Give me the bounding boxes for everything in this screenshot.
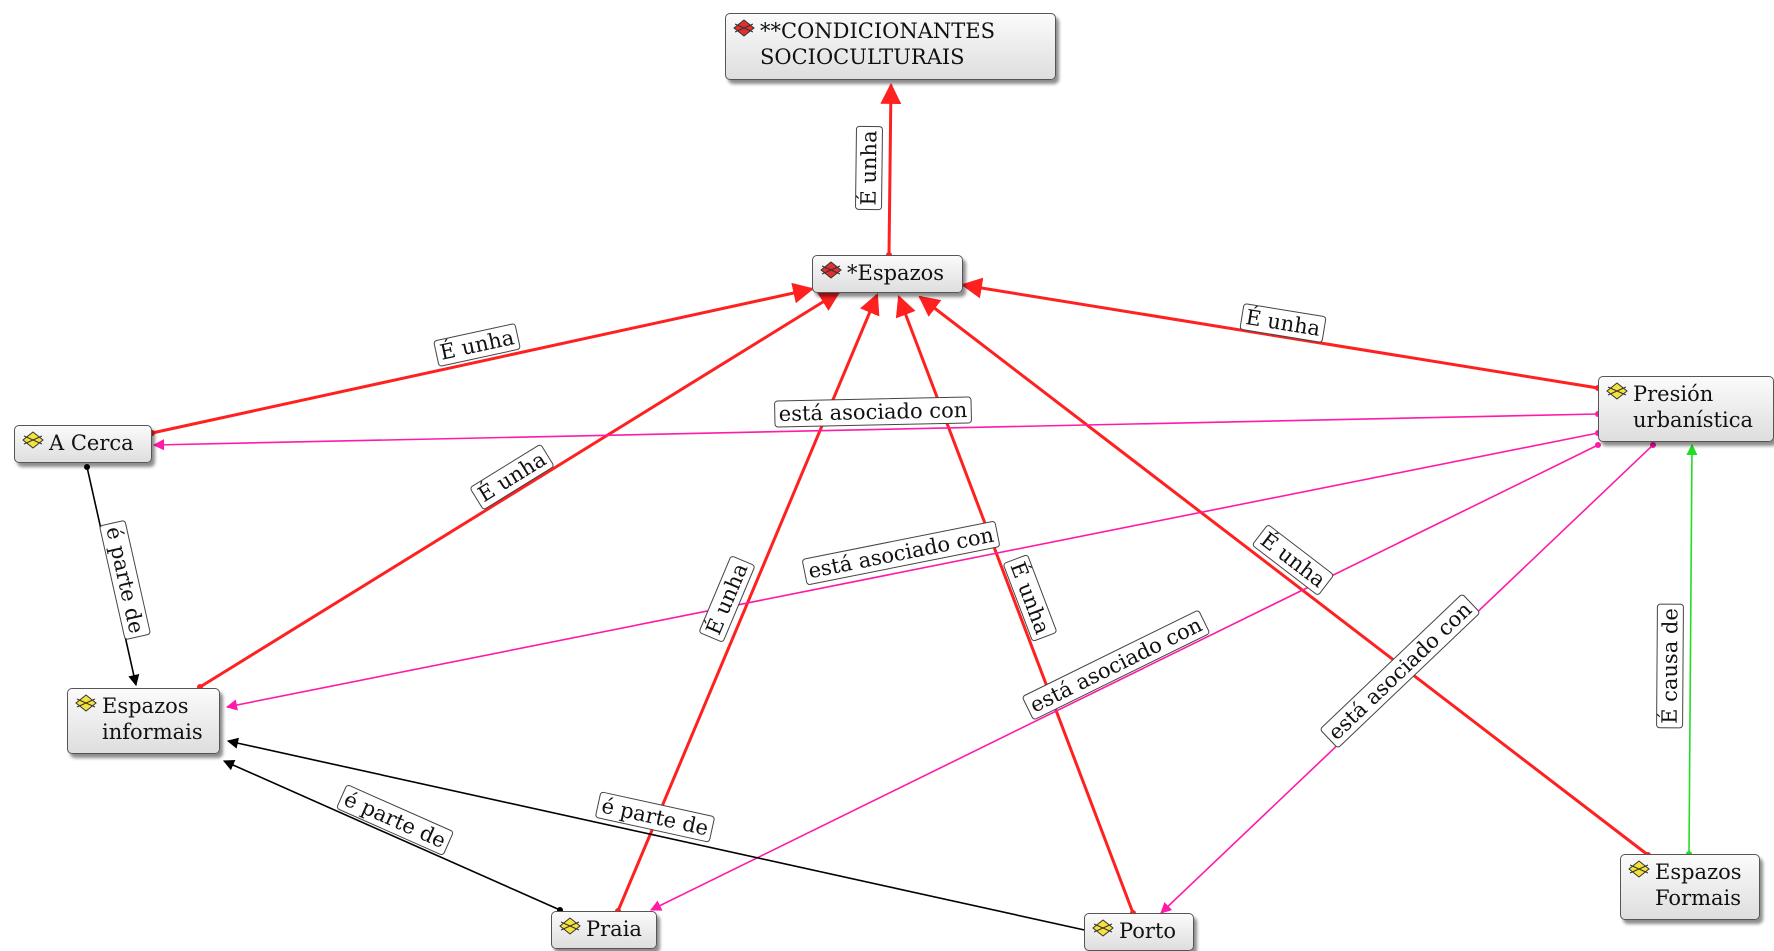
node-label: A Cerca <box>49 431 134 455</box>
link-label-box <box>336 784 454 856</box>
link-label-box <box>699 556 755 642</box>
link-label-text: É unha <box>857 130 882 205</box>
link-formais-e-unha-espazos[interactable] <box>918 295 1649 857</box>
link-presion-e-unha-espazos[interactable] <box>960 277 1599 390</box>
node-espazos-informais[interactable]: Espazos informais <box>67 688 220 754</box>
link-label-box <box>1022 610 1210 720</box>
link-label-text: É causa de <box>1658 608 1683 724</box>
node-label: Presión urbanística <box>1633 382 1753 432</box>
link-label-box <box>1239 303 1327 343</box>
node-praia[interactable]: Praia <box>551 911 657 949</box>
link-label-box <box>774 396 972 428</box>
link-label-box <box>1656 603 1684 729</box>
red-concept-icon <box>733 19 755 37</box>
link-acerca-e-unha-espazos[interactable] <box>151 282 815 435</box>
link-porto-e-parte-de-informais[interactable] <box>226 737 1090 932</box>
node-espazos[interactable]: *Espazos <box>812 255 963 293</box>
link-label[interactable]: está asociado con <box>774 396 972 428</box>
yellow-concept-icon <box>1606 382 1628 400</box>
link-label[interactable]: É unha <box>855 125 883 211</box>
link-presion-esta-asociado-con-acerca[interactable] <box>152 413 1599 451</box>
link-origin-dot <box>1595 442 1601 448</box>
node-label: **CONDICIONANTES SOCIOCULTURAIS <box>760 19 996 69</box>
node-label: *Espazos <box>847 261 945 285</box>
node-label: Praia <box>586 917 642 941</box>
link-label-box <box>595 791 715 843</box>
node-presion-urbanistica[interactable]: Presión urbanística <box>1598 376 1774 442</box>
link-label[interactable]: É causa de <box>1656 603 1684 729</box>
node-condicionantes-socioculturais[interactable]: **CONDICIONANTES SOCIOCULTURAIS <box>725 13 1056 80</box>
node-label: Espazos Formais <box>1655 860 1742 910</box>
yellow-concept-icon <box>22 431 44 449</box>
link-label-box <box>802 521 1000 585</box>
node-a-cerca[interactable]: A Cerca <box>14 425 152 463</box>
red-concept-icon <box>820 261 842 279</box>
yellow-concept-icon <box>1628 860 1650 878</box>
link-praia-e-parte-de-informais[interactable] <box>222 759 561 911</box>
link-label-text: é parte de <box>101 524 148 635</box>
node-label: Espazos informais <box>102 694 203 744</box>
link-label-box <box>1252 525 1334 595</box>
link-label[interactable]: é parte de <box>336 784 454 856</box>
link-presion-esta-asociado-con-informais[interactable] <box>225 432 1599 711</box>
yellow-concept-icon <box>75 694 97 712</box>
link-label-box <box>433 323 521 367</box>
link-origin-dot <box>84 464 90 470</box>
link-label-box <box>1320 594 1480 748</box>
link-origin-dot <box>1650 442 1656 448</box>
node-porto[interactable]: Porto <box>1084 913 1194 951</box>
link-porto-e-unha-espazos[interactable] <box>895 295 1135 914</box>
link-label-box <box>1003 554 1057 642</box>
link-espazos-e-unha-condicionantes[interactable] <box>880 82 902 256</box>
link-label[interactable]: está asociado con <box>1320 594 1480 748</box>
node-espazos-formais[interactable]: Espazos Formais <box>1620 854 1760 920</box>
link-label-text: está asociado con <box>1323 597 1476 744</box>
link-label-text: é parte de <box>599 794 710 841</box>
yellow-concept-icon <box>1092 919 1114 937</box>
link-label[interactable]: É unha <box>1003 554 1057 642</box>
link-label[interactable]: É unha <box>1239 303 1327 343</box>
link-label-text: está asociado con <box>779 398 968 426</box>
links-layer <box>84 82 1698 934</box>
link-presion-esta-asociado-con-praia[interactable] <box>649 444 1599 911</box>
link-formais-e-causa-de-presion[interactable] <box>1686 443 1698 855</box>
link-label[interactable]: É unha <box>433 323 521 367</box>
link-informais-e-unha-espazos[interactable] <box>199 290 841 689</box>
node-label: Porto <box>1119 919 1177 943</box>
yellow-concept-icon <box>559 917 581 935</box>
link-label-text: É unha <box>701 560 752 639</box>
link-label-box <box>470 444 554 510</box>
link-label[interactable]: É unha <box>699 556 755 643</box>
link-label[interactable]: é parte de <box>99 520 151 640</box>
link-label-box <box>99 520 151 640</box>
link-label-box <box>855 125 883 211</box>
link-label[interactable]: está asociado con <box>802 521 1000 585</box>
